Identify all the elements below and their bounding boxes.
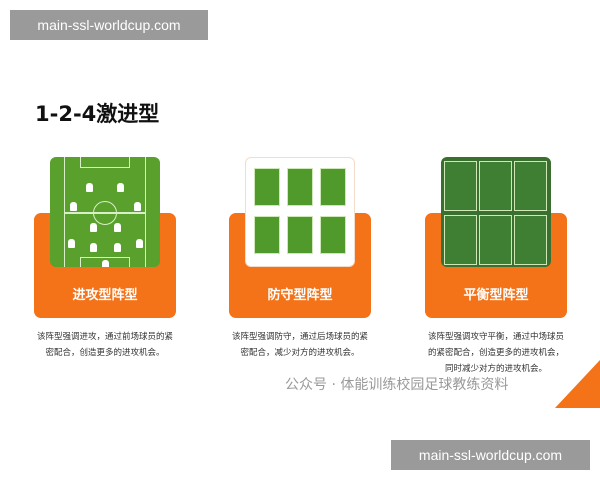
balance-formation-image — [441, 157, 551, 267]
card-title: 进攻型阵型 — [72, 288, 138, 303]
wechat-watermark: 公众号 · 体能训练校园足球教练资料 — [285, 377, 509, 393]
card-attack: 进攻型阵型 该阵型强调进攻，通过前场球员的紧密配合，创造更多的进攻机会。 — [34, 157, 176, 358]
defense-formation-image — [245, 157, 355, 267]
page-title: 1-2-4激进型 — [35, 102, 160, 126]
card-title: 平衡型阵型 — [463, 288, 529, 303]
card-description: 该阵型强调防守，通过后场球员的紧密配合，减少对方的进攻机会。 — [231, 332, 368, 358]
attack-formation-image — [50, 157, 160, 267]
card-description: 该阵型强调进攻，通过前场球员的紧密配合，创造更多的进攻机会。 — [36, 332, 173, 358]
card-description: 该阵型强调攻守平衡，通过中场球员的紧密配合，创造更多的进攻机会，同时减少对方的进… — [427, 332, 564, 374]
corner-decoration — [555, 360, 600, 408]
watermark-top: main-ssl-worldcup.com — [10, 10, 208, 40]
watermark-bottom: main-ssl-worldcup.com — [391, 440, 590, 470]
card-title: 防守型阵型 — [267, 288, 333, 303]
